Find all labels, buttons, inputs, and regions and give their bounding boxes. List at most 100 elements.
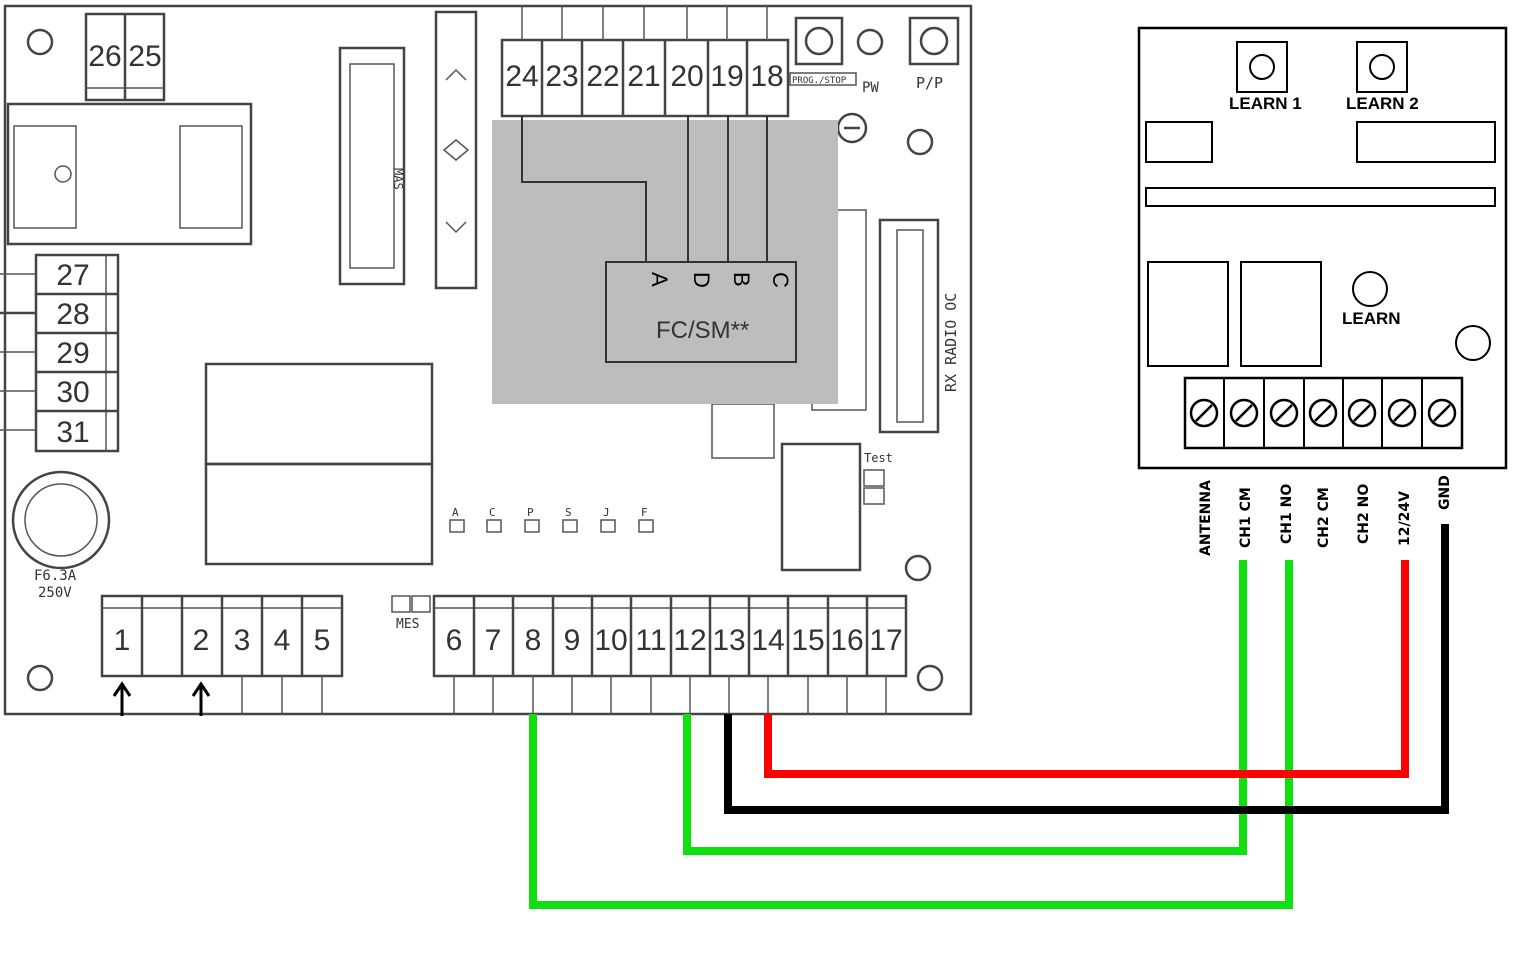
terminal-12: 12 xyxy=(673,624,706,657)
rx-radio-label: RX RADIO OC xyxy=(942,293,960,392)
fcsm-pin-c: C xyxy=(768,272,793,288)
led-s: S xyxy=(562,506,578,533)
wires xyxy=(529,524,1449,909)
screw-icon[interactable] xyxy=(1387,398,1417,428)
learn-label: LEARN xyxy=(1342,309,1401,328)
label-12-24v: 12/24V xyxy=(1397,491,1413,546)
receiver-component xyxy=(1145,121,1213,163)
led-f-label: F xyxy=(641,506,648,519)
led-body xyxy=(524,519,540,533)
fcsm-wire-a xyxy=(521,116,647,262)
screw-icon[interactable] xyxy=(1229,398,1259,428)
wire-13-to-gnd xyxy=(724,524,1449,814)
fcsm-pin-b: B xyxy=(729,272,754,287)
receiver-mounting-hole xyxy=(1455,325,1491,361)
mes-jumper[interactable]: MES xyxy=(391,595,431,632)
screw-icon[interactable] xyxy=(1308,398,1338,428)
screw-icon[interactable] xyxy=(1189,398,1219,428)
relay-1 xyxy=(204,362,434,466)
transformer xyxy=(6,102,253,246)
screw-icon[interactable] xyxy=(1347,398,1377,428)
receiver-module: LEARN 1 LEARN 2 LEARN ANTENNA CH1 CM CH1… xyxy=(1137,26,1508,556)
pp-label: P/P xyxy=(916,74,943,92)
screw-slot xyxy=(1314,404,1332,422)
terminal-26: 26 xyxy=(88,40,121,73)
screw-slot xyxy=(1433,404,1451,422)
fuse-holder xyxy=(11,470,111,570)
arrow-up-icon xyxy=(445,68,467,81)
led-c-label: C xyxy=(489,506,496,519)
screw-slot xyxy=(1353,404,1371,422)
wire-12-to-ch1-cm xyxy=(683,560,1247,855)
fuse-rating: F6.3A xyxy=(34,568,77,584)
screw-slot xyxy=(1275,404,1293,422)
receiver-terminal-strip xyxy=(1183,376,1464,450)
terminal-6: 6 xyxy=(446,624,463,657)
label-ch1-no: CH1 NO xyxy=(1279,484,1295,544)
test-label: Test xyxy=(864,451,893,465)
learn1-button[interactable]: LEARN 1 xyxy=(1229,41,1302,113)
button-cap xyxy=(804,26,834,56)
terminal-5: 5 xyxy=(314,624,331,657)
mounting-hole xyxy=(26,28,54,56)
label-gnd: GND xyxy=(1437,475,1453,510)
led-s-label: S xyxy=(565,506,572,519)
screw-slot xyxy=(1393,404,1411,422)
led-p: P xyxy=(524,506,540,533)
fcsm-label: FC/SM** xyxy=(656,317,749,344)
wire-14-to-12-24v xyxy=(764,560,1409,778)
prog-stop-button[interactable]: PROG./STOP xyxy=(789,16,857,86)
terminal-19: 19 xyxy=(710,60,743,93)
terminal-2: 2 xyxy=(193,624,210,657)
wire-8-to-ch1-no xyxy=(529,560,1293,909)
terminal-1: 1 xyxy=(114,624,131,657)
led-body xyxy=(486,519,502,533)
button-cap xyxy=(919,26,949,56)
terminal-25: 25 xyxy=(128,40,161,73)
test-area: Test xyxy=(711,403,893,572)
terminal-22: 22 xyxy=(586,60,619,93)
rx-connector-outline xyxy=(878,218,940,434)
terminal-9: 9 xyxy=(564,624,581,657)
led-c: C xyxy=(486,506,502,533)
rx-radio-connector: RX RADIO OC xyxy=(811,209,960,434)
led-j: J xyxy=(600,506,616,533)
learn2-label: LEARN 2 xyxy=(1346,94,1419,113)
terminal-8: 8 xyxy=(525,624,542,657)
transformer-core-left xyxy=(13,125,77,229)
terminal-7: 7 xyxy=(485,624,502,657)
mes-label: MES xyxy=(396,617,419,632)
jumper-pin xyxy=(411,595,431,613)
receiver-relay xyxy=(1240,261,1322,367)
receiver-outline xyxy=(1137,26,1508,470)
terminal-14: 14 xyxy=(751,624,784,657)
screw-icon[interactable] xyxy=(1427,398,1457,428)
fcsm-box xyxy=(605,261,797,363)
button-outline xyxy=(1356,41,1408,93)
learn-button[interactable]: LEARN xyxy=(1342,271,1401,328)
label-ch2-no: CH2 NO xyxy=(1356,484,1372,544)
mounting-hole xyxy=(856,28,884,56)
terminal-15: 15 xyxy=(791,624,824,657)
pp-button[interactable]: P/P xyxy=(908,16,960,92)
fuse-voltage: 250V xyxy=(38,585,72,601)
terminal-leads xyxy=(453,676,887,714)
mounting-hole xyxy=(916,664,944,692)
terminal-block-26-25: 26 25 xyxy=(84,12,166,102)
screw-icon[interactable] xyxy=(1269,398,1299,428)
pw-trimmer[interactable] xyxy=(836,112,868,144)
terminal-block-1-5: 1 2 3 4 5 xyxy=(100,594,344,716)
fcsm-module: A D B C FC/SM** xyxy=(492,116,838,404)
terminal-17: 17 xyxy=(869,624,902,657)
fuse-holder-inner xyxy=(24,483,98,557)
trimmer-strip-outline xyxy=(434,10,478,290)
fcsm-pin-a: A xyxy=(647,272,672,287)
button-cap xyxy=(1352,271,1388,307)
button-cap xyxy=(1249,54,1275,80)
learn2-button[interactable]: LEARN 2 xyxy=(1346,41,1419,113)
label-frame xyxy=(789,72,857,86)
arrow-up-icon xyxy=(112,681,132,716)
terminal-block-24-18: 24 23 22 21 20 19 18 xyxy=(500,6,790,118)
button-outline xyxy=(908,16,960,66)
